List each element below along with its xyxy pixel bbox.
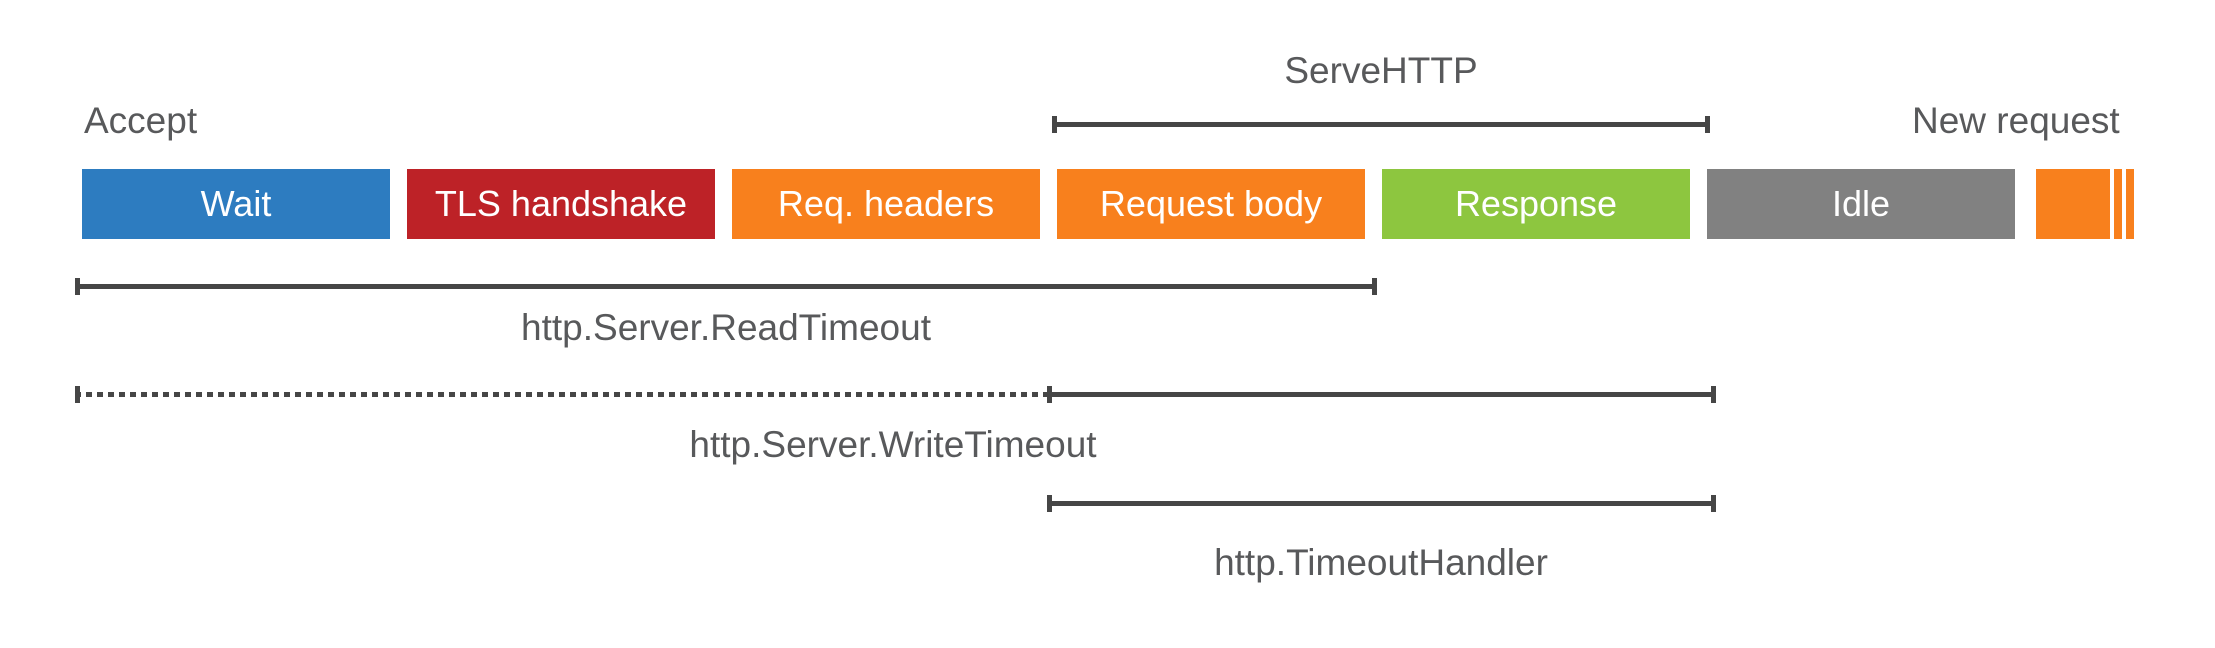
accept-label: Accept xyxy=(84,100,198,141)
write-timeout-dotted-segment xyxy=(75,386,1047,403)
bar-response: Response xyxy=(1382,169,1690,239)
timeout-handler-span-line xyxy=(1047,495,1716,512)
bar-request-headers: Req. headers xyxy=(732,169,1040,239)
next-request-stripe xyxy=(2114,169,2122,239)
timeout-handler-label: http.TimeoutHandler xyxy=(1214,542,1548,583)
write-timeout-span-line xyxy=(1047,386,1716,403)
read-timeout-label: http.Server.ReadTimeout xyxy=(521,307,931,348)
bar-request-headers-label: Req. headers xyxy=(777,183,995,224)
bar-tls-handshake: TLS handshake xyxy=(407,169,715,239)
bar-wait: Wait xyxy=(82,169,390,239)
bar-idle: Idle xyxy=(1707,169,2015,239)
bar-tls-handshake-label: TLS handshake xyxy=(434,183,688,224)
bar-idle-label: Idle xyxy=(1831,183,1891,224)
serve-http-label: ServeHTTP xyxy=(1284,50,1478,91)
bar-wait-label: Wait xyxy=(200,183,272,224)
bar-response-label: Response xyxy=(1454,183,1618,224)
bar-request-body-label: Request body xyxy=(1099,183,1323,224)
serve-http-span-line xyxy=(1052,116,1710,133)
read-timeout-span-line xyxy=(75,278,1377,295)
next-request-bar xyxy=(2036,169,2110,239)
write-timeout-label: http.Server.WriteTimeout xyxy=(689,424,1097,465)
bar-request-body: Request body xyxy=(1057,169,1365,239)
new-request-label: New request xyxy=(1912,100,2120,141)
next-request-stripe xyxy=(2126,169,2134,239)
